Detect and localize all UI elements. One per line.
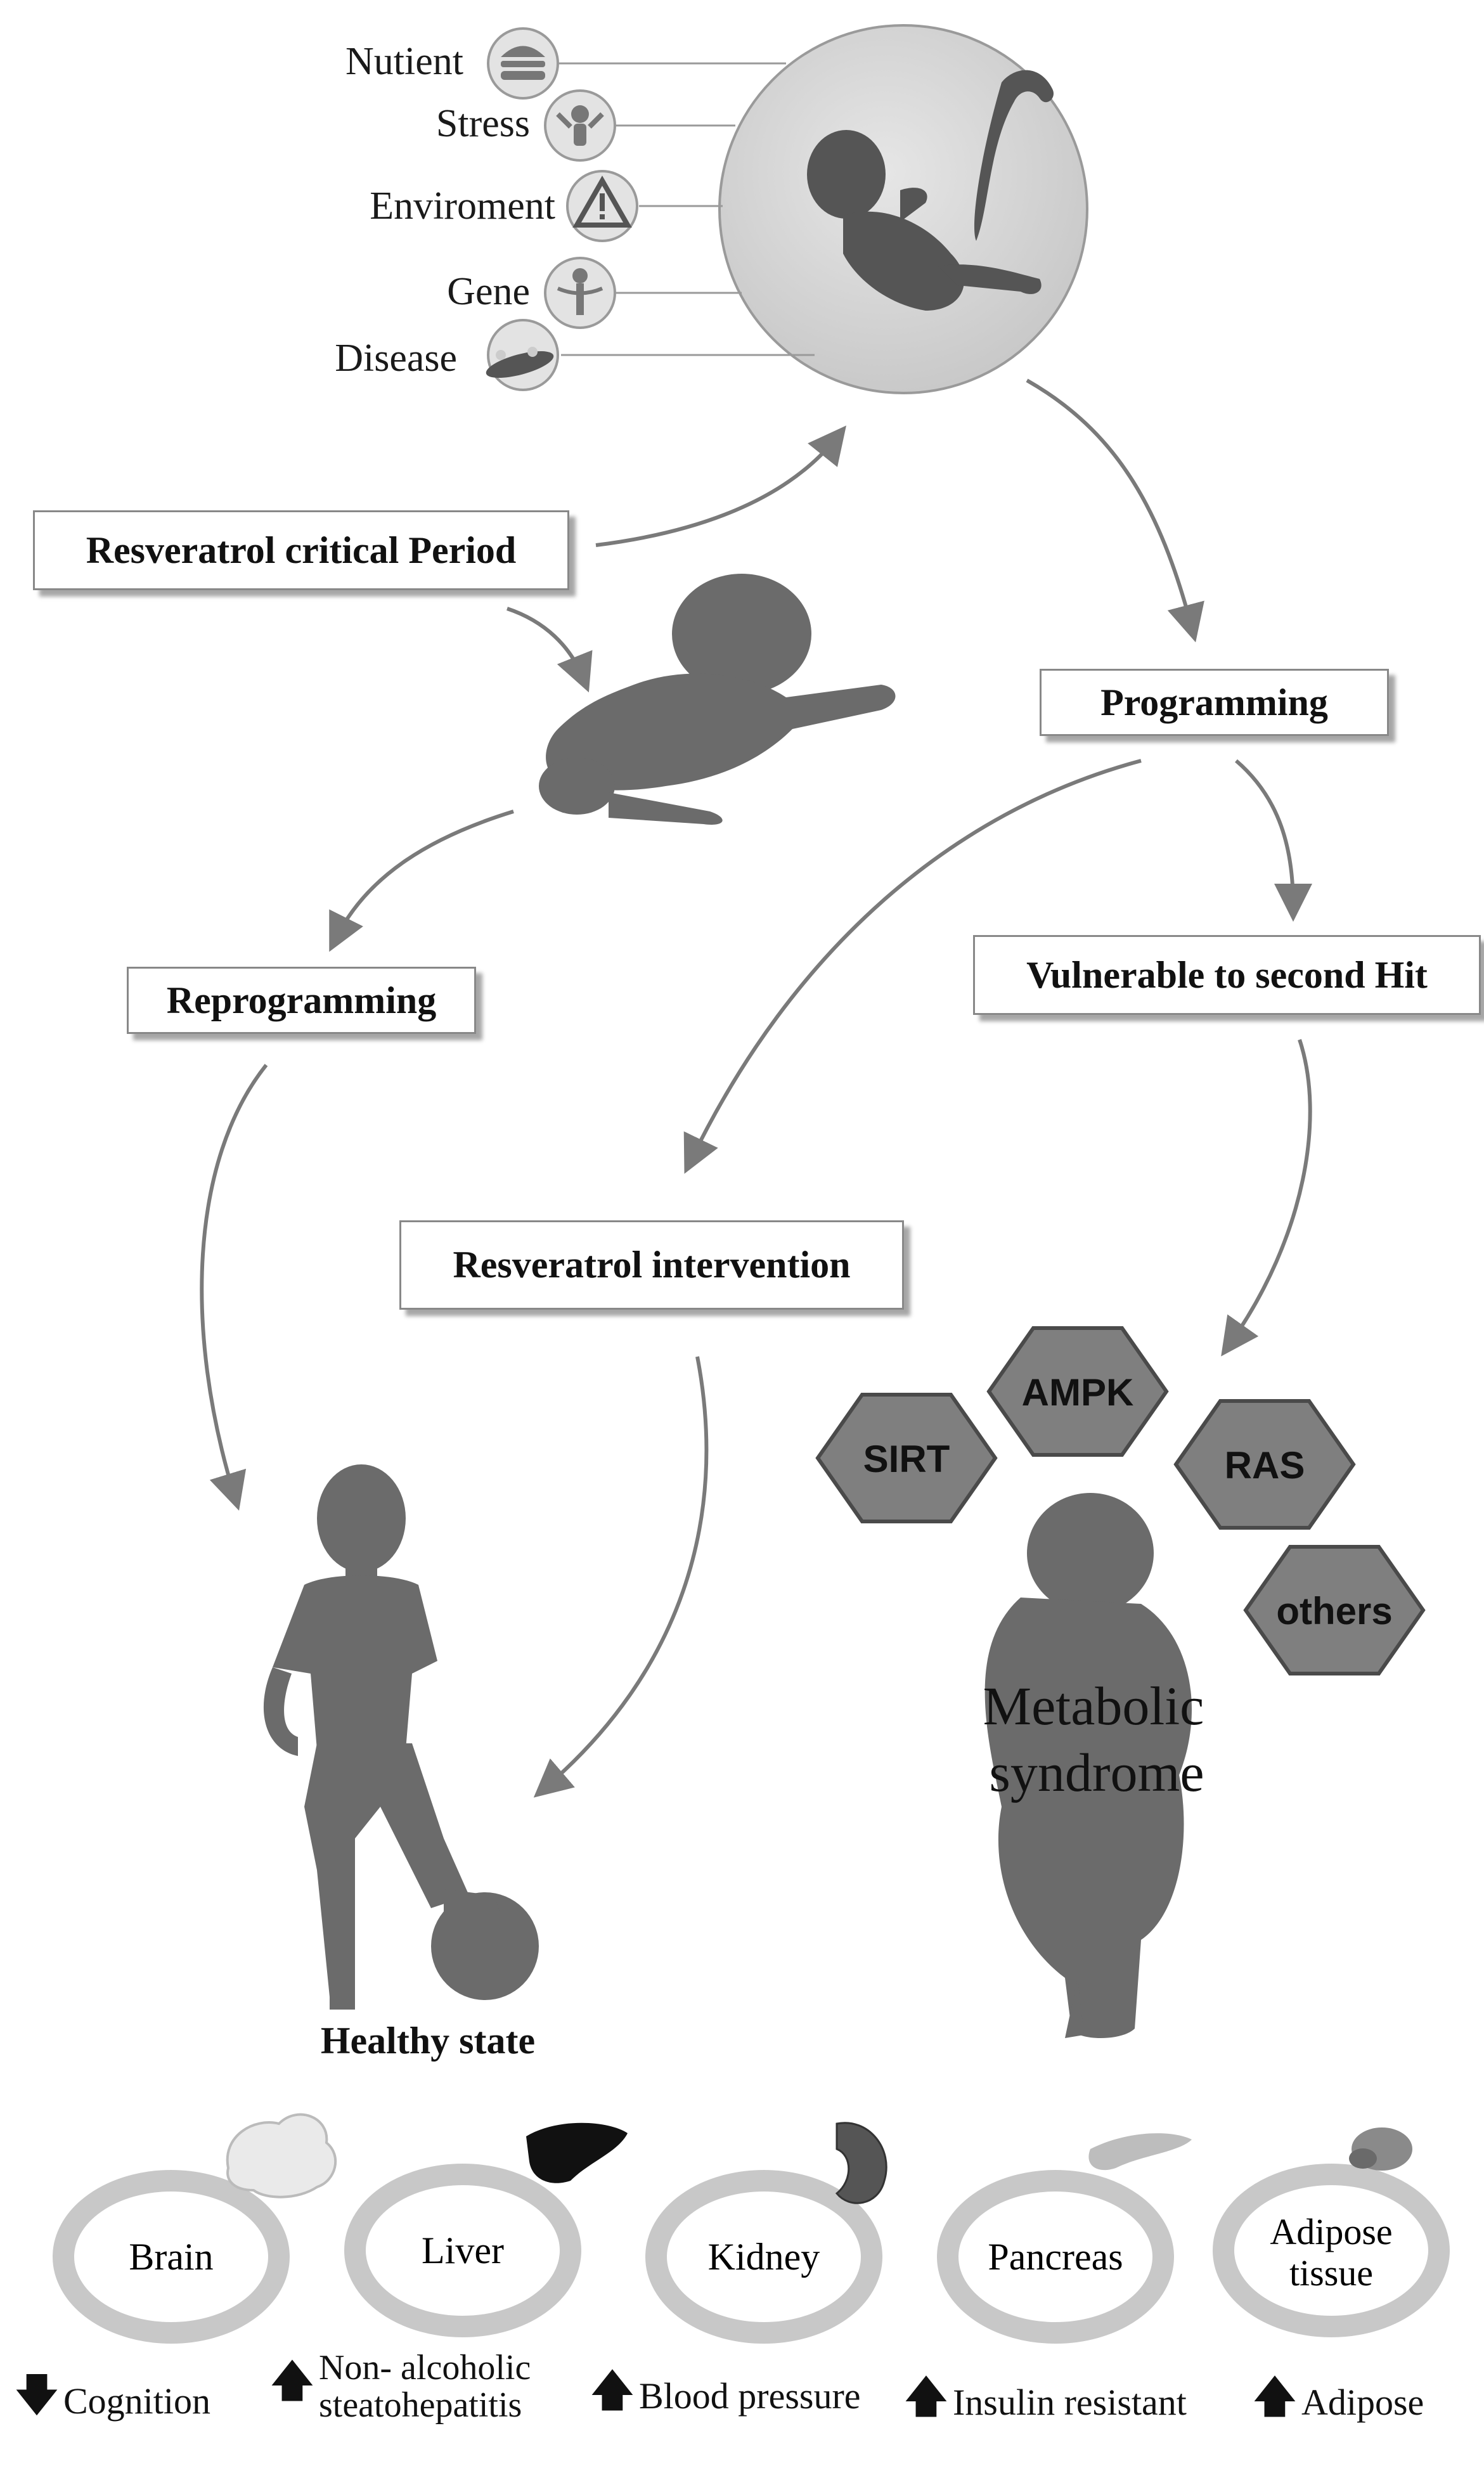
effect-blood-pressure: 🡅 Blood pressure [590,2358,861,2434]
arrow-infant-to-reprogramming [329,810,514,952]
factor-environment: Enviroment [370,184,555,228]
hexagon-ras [1173,1399,1356,1530]
organ-liver: Liver [422,2230,504,2271]
box-vulnerable: Vulnerable to second Hit [973,935,1481,1015]
box-critical-period: Resveratrol critical Period [33,510,569,590]
obese-person-silhouette [984,1493,1192,2038]
factor-disease: Disease [335,337,457,380]
warning-triangle-icon [572,175,632,228]
organ-pancreas: Pancreas [988,2236,1123,2278]
healthy-state-label: Healthy state [320,2020,536,2062]
hexagon-others [1243,1545,1426,1675]
effect-nash: 🡅 Non- alcoholic steatohepatitis [269,2349,531,2424]
infant-silhouette [539,574,896,825]
box-programming: Programming [1040,669,1389,736]
metabolic-line2: syndrome [989,1742,1204,1803]
organ-kidney: Kidney [708,2236,820,2278]
healthy-child-silhouette [263,1464,539,2010]
liver-icon [526,2122,628,2183]
ring-liver [344,2164,581,2337]
up-arrow-icon: 🡅 [1252,2373,1298,2422]
effect-nash-line2: steatohepatitis [318,2385,522,2425]
arrow-programming-to-vulnerable [1235,759,1312,922]
fat-cell-icon [1349,2127,1412,2171]
burger-icon [501,46,545,80]
metabolic-line1: Metabolic [983,1675,1204,1736]
organ-adipose-line1: Adipose [1270,2211,1392,2252]
box-intervention: Resveratrol intervention [399,1220,904,1310]
arrow-reprogramming-to-healthy [200,1064,268,1511]
effect-blood-pressure-text: Blood pressure [638,2375,861,2417]
effect-adipose-text: Adipose [1301,2382,1424,2423]
ring-kidney [645,2170,882,2344]
pathway-ampk-label: AMPK [1022,1371,1134,1414]
pathway-sirt-label: SIRT [863,1438,950,1480]
ring-pancreas [937,2170,1174,2344]
factor-gene: Gene [447,270,530,313]
dna-icon [557,268,603,315]
arrow-programming-to-intervention [683,759,1142,1174]
pancreas-icon [1088,2133,1192,2171]
up-arrow-icon: 🡅 [903,2373,949,2422]
brain-icon [226,2113,337,2198]
organ-adipose-line2: tissue [1289,2252,1373,2294]
arrow-intervention-to-healthy [533,1356,709,1798]
effect-cognition: 🡇 Cognition [14,2363,210,2439]
virus-icon [486,347,554,378]
arrow-embryo-to-programming [1026,378,1204,643]
arrow-critical-to-embryo [595,425,847,547]
effect-insulin: 🡅 Insulin resistant [903,2365,1187,2440]
box-reprogramming: Reprogramming [127,967,476,1034]
embryo-icon [807,70,1054,311]
kidney-icon [835,2122,887,2204]
effect-cognition-text: Cognition [63,2380,210,2422]
hexagon-ampk [986,1326,1169,1457]
effect-insulin-text: Insulin resistant [952,2382,1187,2423]
ring-brain [53,2170,290,2344]
pathway-others-label: others [1276,1590,1392,1632]
stress-icon [556,105,604,146]
effect-nash-line1: Non- alcoholic [318,2347,531,2387]
factor-stress: Stress [436,102,530,145]
up-arrow-icon: 🡅 [269,2357,315,2406]
arrow-vulnerable-to-pathways [1221,1039,1312,1357]
down-arrow-icon: 🡇 [14,2372,60,2420]
pathway-ras-label: RAS [1225,1444,1305,1487]
factor-nutrient: Nutient [345,40,463,83]
arrow-critical-to-infant [506,607,593,693]
hexagon-sirt [815,1393,998,1523]
ring-adipose [1213,2164,1450,2337]
effect-adipose: 🡅 Adipose [1252,2365,1424,2440]
organ-brain: Brain [129,2236,213,2278]
up-arrow-icon: 🡅 [590,2366,635,2415]
